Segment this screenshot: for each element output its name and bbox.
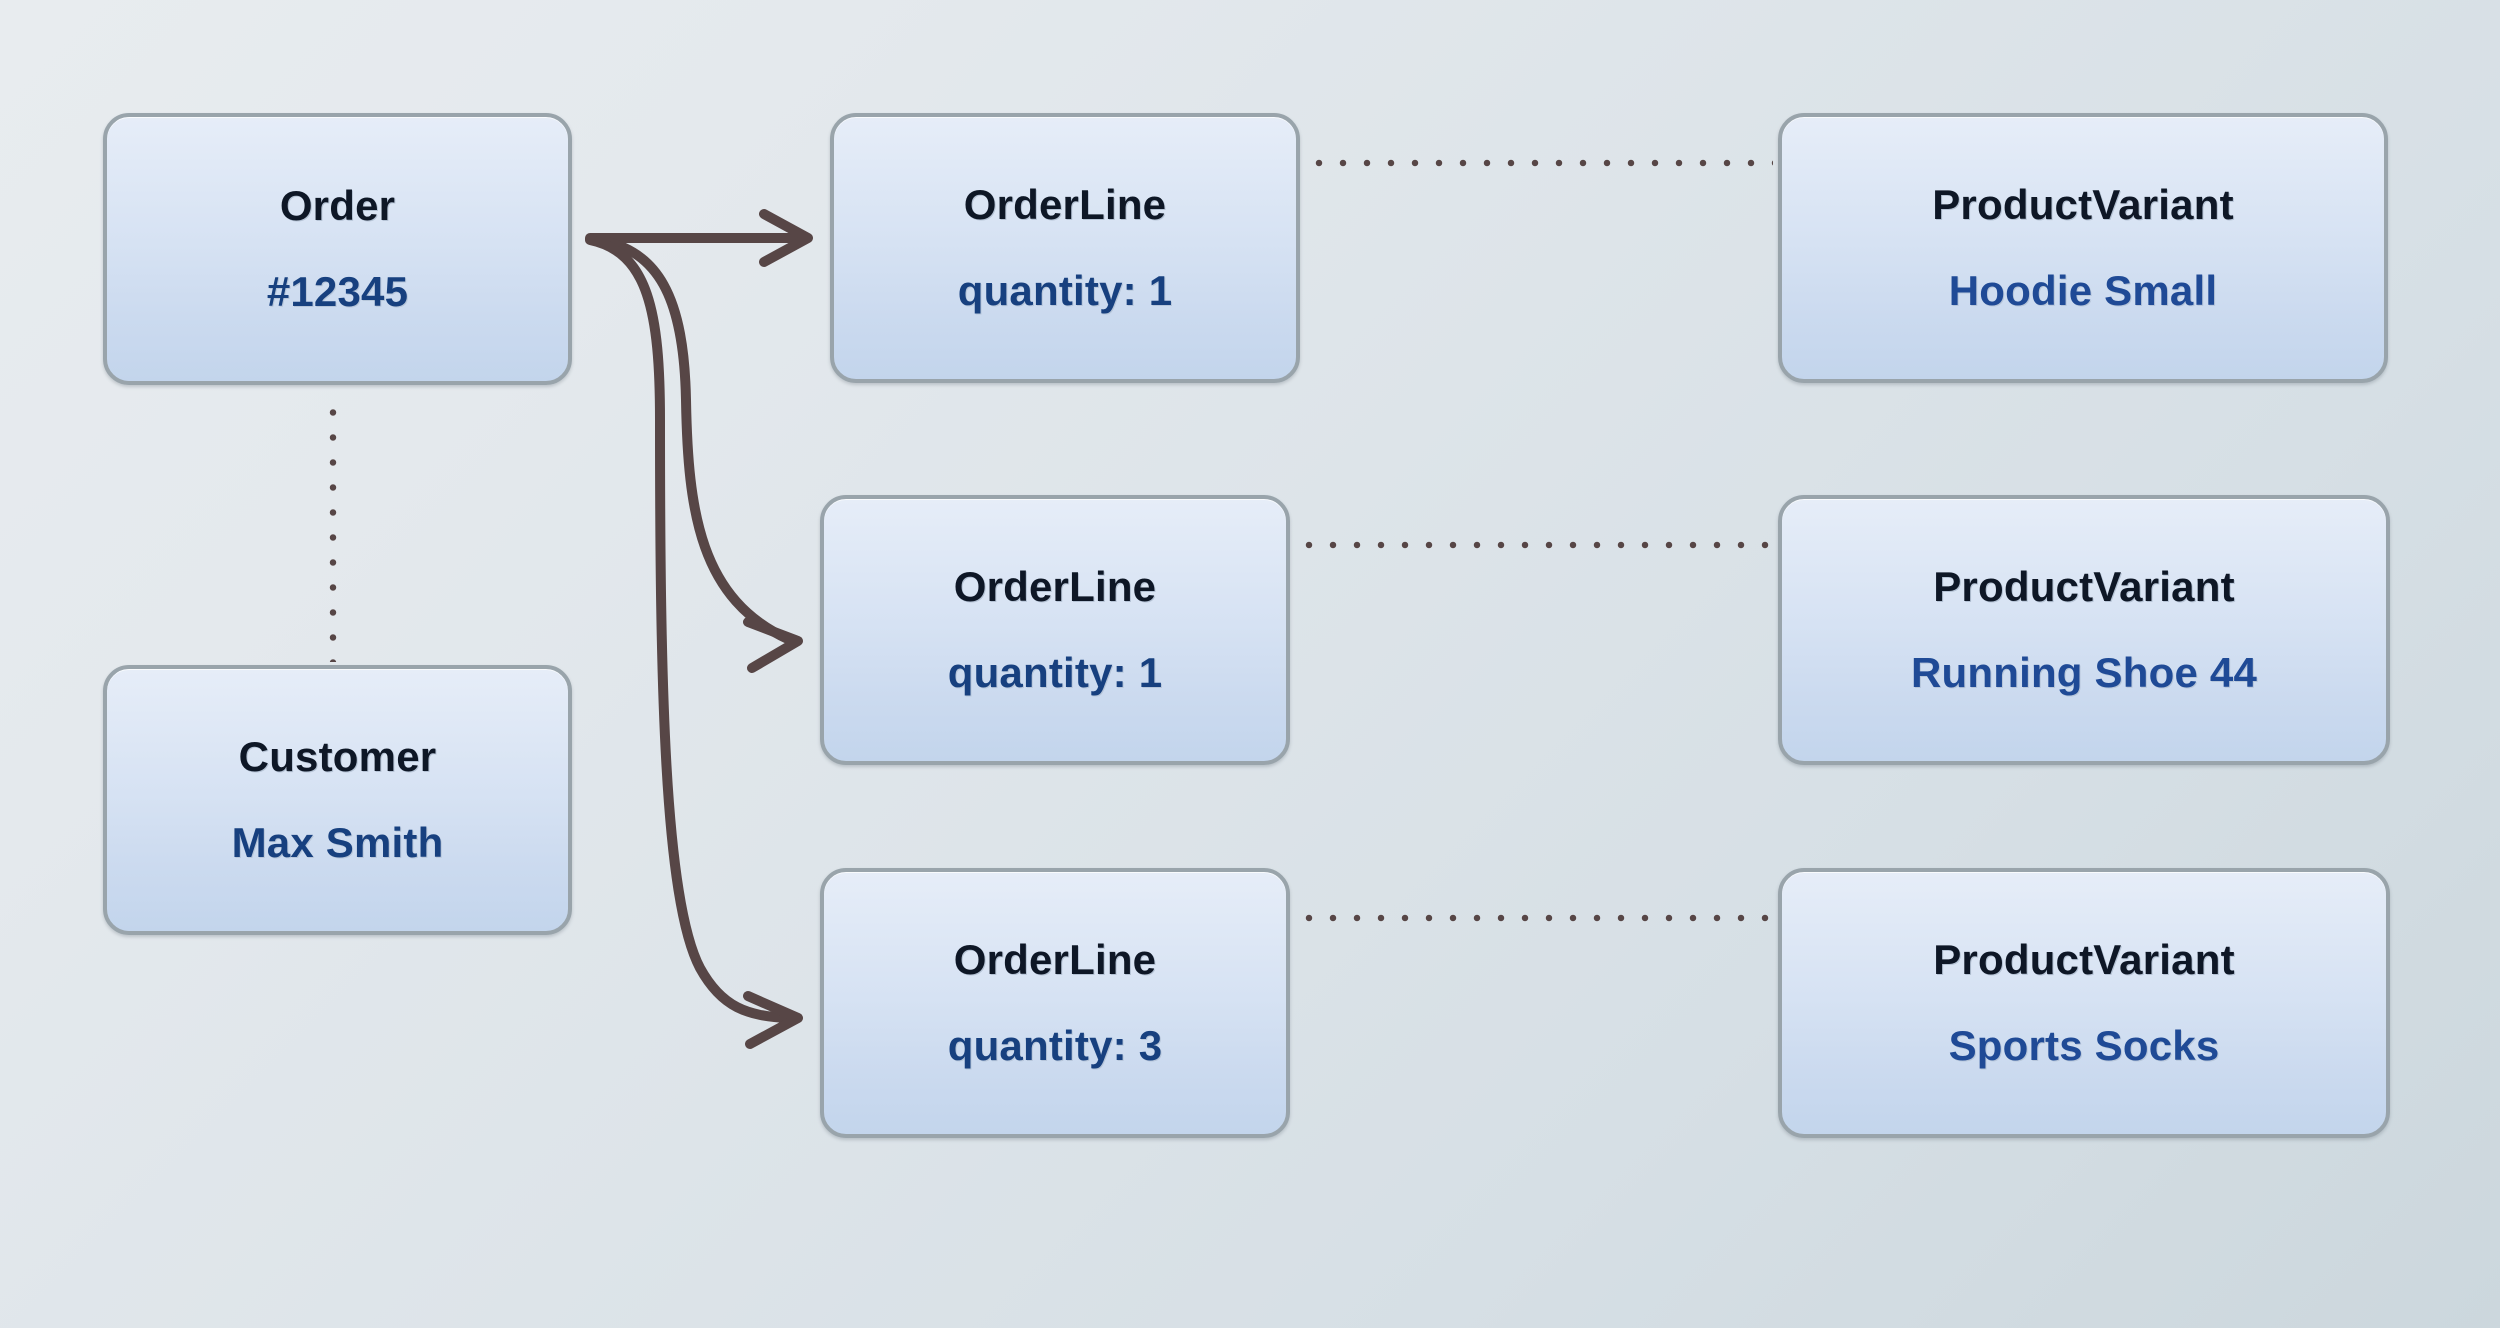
node-orderline-3-title: OrderLine xyxy=(953,935,1157,983)
node-orderline-2[interactable]: OrderLine quantity: 1 xyxy=(820,495,1290,765)
node-orderline-2-value: quantity: 1 xyxy=(947,649,1163,696)
connector-order-to-customer xyxy=(329,400,337,662)
arrow-order-to-orderline-2-head xyxy=(743,617,803,673)
node-productvariant-3-title: ProductVariant xyxy=(1933,935,2235,983)
node-orderline-3[interactable]: OrderLine quantity: 3 xyxy=(820,868,1290,1138)
connector-orderline-3-to-productvariant-3 xyxy=(1297,914,1773,922)
node-productvariant-1[interactable]: ProductVariant Hoodie Small xyxy=(1778,113,2388,383)
node-customer-title: Customer xyxy=(238,732,437,780)
arrow-order-to-orderline-1-head xyxy=(759,209,813,267)
node-customer-value: Max Smith xyxy=(231,819,444,866)
node-orderline-2-title: OrderLine xyxy=(953,562,1157,610)
node-orderline-1-title: OrderLine xyxy=(963,180,1167,228)
arrow-order-to-orderline-3-head xyxy=(743,991,803,1049)
node-productvariant-3[interactable]: ProductVariant Sports Socks xyxy=(1778,868,2390,1138)
node-productvariant-2[interactable]: ProductVariant Running Shoe 44 xyxy=(1778,495,2390,765)
node-orderline-1[interactable]: OrderLine quantity: 1 xyxy=(830,113,1300,383)
node-orderline-3-value: quantity: 3 xyxy=(947,1022,1163,1069)
node-order-value: #12345 xyxy=(266,268,409,315)
node-productvariant-2-value: Running Shoe 44 xyxy=(1910,649,2257,696)
node-productvariant-1-value: Hoodie Small xyxy=(1948,267,2218,314)
node-customer[interactable]: Customer Max Smith xyxy=(103,665,572,935)
node-productvariant-3-value: Sports Socks xyxy=(1948,1022,2220,1069)
arrow-order-to-orderline-3-shaft xyxy=(585,235,793,1023)
node-productvariant-1-title: ProductVariant xyxy=(1932,180,2234,228)
node-order[interactable]: Order #12345 xyxy=(103,113,572,385)
arrow-order-to-orderline-2-shaft xyxy=(585,234,795,645)
node-order-title: Order xyxy=(279,181,396,229)
connector-orderline-2-to-productvariant-2 xyxy=(1297,541,1773,549)
node-productvariant-2-title: ProductVariant xyxy=(1933,562,2235,610)
connector-orderline-1-to-productvariant-1 xyxy=(1307,159,1773,167)
node-orderline-1-value: quantity: 1 xyxy=(957,267,1173,314)
